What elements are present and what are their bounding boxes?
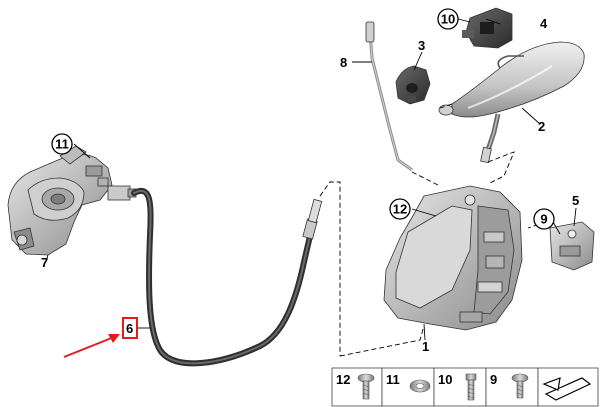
callout-11: 11 bbox=[55, 137, 69, 152]
lock-body-part-1 bbox=[383, 185, 523, 331]
callout-circle-10 bbox=[437, 8, 459, 30]
cap-part-3 bbox=[395, 65, 431, 105]
bracket-part-4 bbox=[462, 7, 513, 49]
callout-3: 3 bbox=[418, 38, 425, 53]
legend-cell-12 bbox=[331, 367, 383, 407]
callout-8: 8 bbox=[340, 55, 347, 70]
pan-screw-icon bbox=[511, 373, 529, 399]
red-arrow-indicator bbox=[63, 317, 138, 358]
legend-cell-10 bbox=[433, 367, 487, 407]
leader-lines bbox=[45, 18, 577, 341]
callout-10: 10 bbox=[441, 12, 455, 27]
callout-5: 5 bbox=[572, 193, 579, 208]
fastener-legend: 12 11 10 9 bbox=[331, 367, 599, 407]
callout-circle-9 bbox=[533, 208, 555, 230]
cable-part-6 bbox=[131, 188, 323, 367]
callout-circle-12 bbox=[389, 198, 411, 220]
plate-part-5 bbox=[549, 221, 595, 271]
legend-label-11: 11 bbox=[386, 372, 400, 387]
washer-icon bbox=[409, 379, 431, 393]
callout-circle-11 bbox=[51, 133, 73, 155]
callout-12: 12 bbox=[393, 202, 407, 217]
legend-label-12: 12 bbox=[336, 372, 350, 387]
callout-6: 6 bbox=[126, 321, 133, 336]
door-handle-part-2 bbox=[438, 41, 585, 164]
callout-9: 9 bbox=[540, 212, 547, 227]
callout-4: 4 bbox=[540, 16, 548, 31]
orientation-arrow-icon bbox=[542, 377, 592, 401]
callout-7: 7 bbox=[41, 255, 48, 270]
callout-1: 1 bbox=[422, 339, 429, 354]
bracket-unit-part-7 bbox=[7, 145, 137, 256]
legend-label-9: 9 bbox=[490, 372, 497, 387]
screw-torx-icon bbox=[357, 373, 375, 400]
legend-label-10: 10 bbox=[438, 372, 452, 387]
legend-cell-9 bbox=[485, 367, 539, 407]
callout-2: 2 bbox=[538, 119, 545, 134]
rod-part-8 bbox=[365, 21, 413, 172]
callout-labels: 8 3 10 4 2 11 7 12 5 9 1 6 bbox=[41, 8, 579, 354]
bolt-icon bbox=[465, 373, 477, 401]
